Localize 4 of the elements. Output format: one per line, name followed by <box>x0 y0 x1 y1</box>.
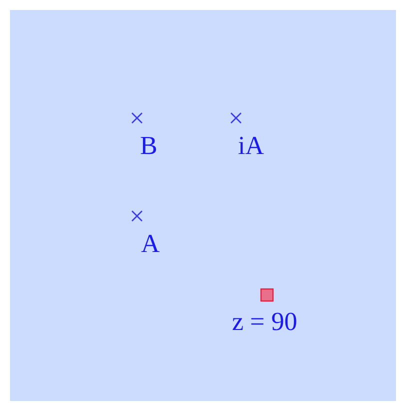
point-label: z = 90 <box>232 309 298 335</box>
point-label: A <box>141 231 160 257</box>
point-label: iA <box>238 133 264 159</box>
point-label: B <box>140 133 158 159</box>
